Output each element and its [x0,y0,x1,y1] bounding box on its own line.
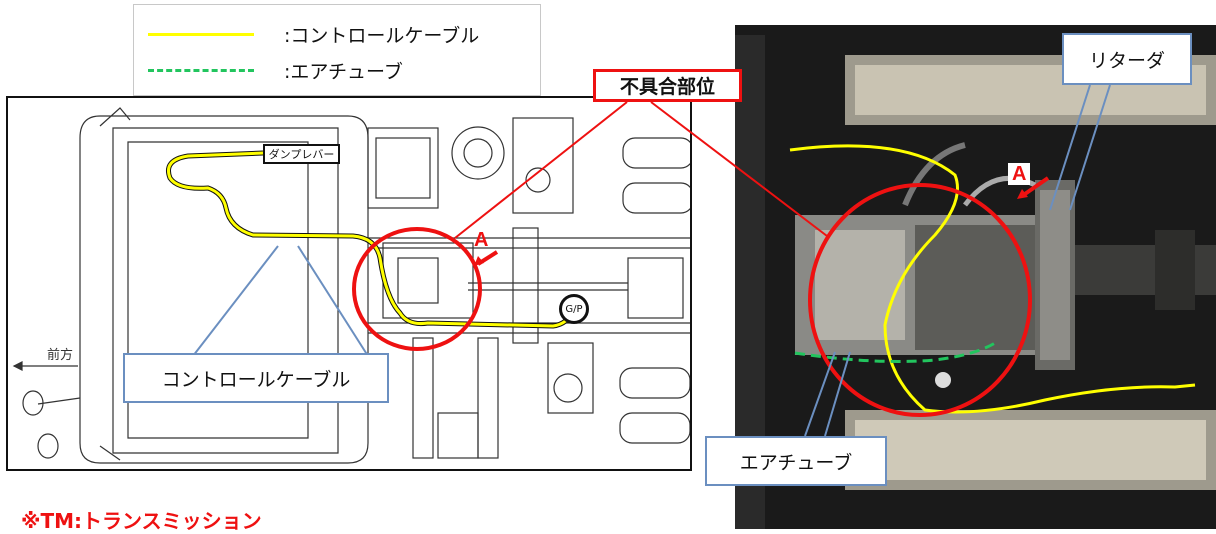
legend-row-air-tube: :エアチューブ [148,55,403,85]
control-cable-legend-line [148,32,254,36]
dump-lever-label: ダンプレバー [263,144,340,164]
air-tube-callout: エアチューブ [705,436,887,486]
front-direction-label: 前方 [47,348,74,363]
legend: :コントロールケーブル :エアチューブ [133,4,541,96]
retarder-callout: リターダ [1062,33,1192,85]
marker-a-photo: A [1008,163,1031,185]
defect-location-label: 不具合部位 [593,69,742,102]
control-cable-callout: コントロールケーブル [123,353,389,403]
chassis-schematic [6,96,692,471]
transmission-note: ※TM:トランスミッション [21,509,262,533]
chassis-drawing [12,107,690,464]
legend-row-control-cable: :コントロールケーブル [148,19,479,49]
air-tube-legend-text: :エアチューブ [284,60,403,83]
air-tube-legend-line [148,68,254,72]
marker-a-schematic: A [474,229,489,251]
control-cable-legend-text: :コントロールケーブル [284,24,480,47]
gp-label: G/P [559,294,589,324]
